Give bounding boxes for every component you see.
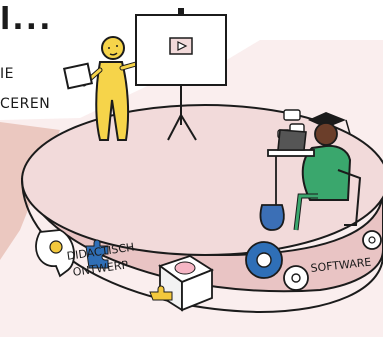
student-figure (259, 109, 362, 231)
heading-line-2: CEREN (0, 96, 51, 112)
backpack-icon (259, 204, 285, 231)
projection-screen (135, 8, 227, 141)
heading-line-1: IE (0, 66, 14, 82)
puzzle-piece-icon (85, 239, 109, 269)
gear-icon (362, 230, 382, 250)
gear-icon (245, 241, 283, 279)
lightbulb-head-icon (35, 229, 75, 278)
puzzle-piece-icon (149, 285, 173, 301)
title-fragment: l... (0, 2, 53, 37)
brain-box-icon (158, 255, 214, 312)
graduation-cap-icon (308, 112, 351, 135)
play-icon (169, 37, 193, 55)
gear-icon (283, 265, 309, 291)
